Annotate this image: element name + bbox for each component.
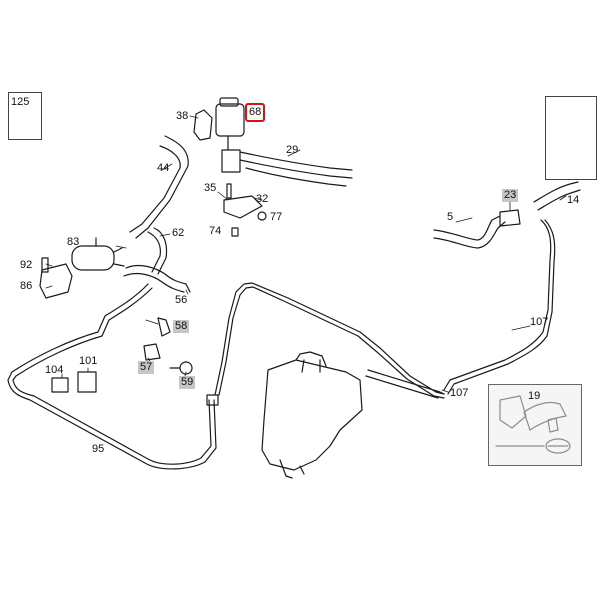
clip-58: [157, 317, 171, 337]
hose-5: [433, 215, 506, 249]
callout-107-right: 107: [530, 316, 549, 328]
callout-107-lower: 107: [450, 387, 469, 399]
hose-29: [239, 151, 353, 187]
callout-125: 125: [11, 96, 30, 108]
callout-14: 14: [567, 194, 580, 206]
hose-107-right: [443, 219, 552, 391]
callout-68-highlighted[interactable]: 68: [245, 103, 266, 122]
callout-23: 23: [502, 189, 519, 202]
callout-32: 32: [256, 193, 269, 205]
callout-19: 19: [528, 390, 541, 402]
clamp-101: [77, 371, 97, 393]
hose-95-fitting: [206, 394, 219, 406]
pump-83-body: [71, 245, 115, 271]
connector-23: [499, 209, 521, 227]
hose-95: [7, 283, 217, 470]
hose-107-right-inner: [447, 219, 556, 395]
clip-reference-box: [8, 92, 42, 140]
bracket-86: [39, 263, 73, 299]
clamp-104: [51, 377, 69, 393]
callout-58: 58: [173, 320, 190, 333]
hose-56: [123, 264, 191, 293]
valve-68-stem: [221, 135, 241, 173]
callout-86: 86: [20, 280, 33, 292]
callout-95: 95: [92, 443, 105, 455]
hose-107-lower: [365, 369, 445, 399]
callout-59: 59: [179, 376, 196, 389]
hose-107-upper-inner: [218, 286, 445, 399]
reservoir-bottom: [279, 459, 305, 479]
hose-62: [147, 227, 168, 275]
callout-74: 74: [209, 225, 222, 237]
callout-5: 5: [447, 211, 454, 223]
callout-44: 44: [157, 162, 170, 174]
callout-101: 101: [79, 355, 98, 367]
hose-14: [533, 181, 581, 211]
callout-83: 83: [67, 236, 80, 248]
hose-95-inner: [12, 287, 212, 465]
bolt-74: [231, 227, 239, 237]
callout-38: 38: [176, 110, 189, 122]
callout-29: 29: [286, 144, 299, 156]
leader-lines: [45, 115, 567, 393]
pump-83-ports: [95, 237, 125, 267]
bracket-38: [193, 109, 213, 141]
callout-92: 92: [20, 259, 33, 271]
sensor-35: [226, 183, 232, 199]
valve-68-cap: [219, 97, 239, 107]
hose-107-upper: [214, 282, 445, 396]
clip-57: [143, 343, 161, 361]
callout-104: 104: [45, 364, 64, 376]
callout-77: 77: [270, 211, 283, 223]
nut-77: [257, 211, 267, 221]
symbol-box: [545, 96, 597, 180]
callout-56: 56: [175, 294, 188, 306]
hose-44: [129, 135, 189, 239]
callout-35: 35: [204, 182, 217, 194]
bolt-92: [41, 257, 49, 273]
valve-68-body: [215, 103, 245, 137]
reservoir-neck: [295, 351, 327, 373]
washer-reservoir: [261, 359, 363, 471]
callout-57: 57: [138, 361, 155, 374]
callout-62: 62: [172, 227, 185, 239]
part-19-box: [488, 384, 582, 466]
bracket-32: [223, 195, 263, 219]
